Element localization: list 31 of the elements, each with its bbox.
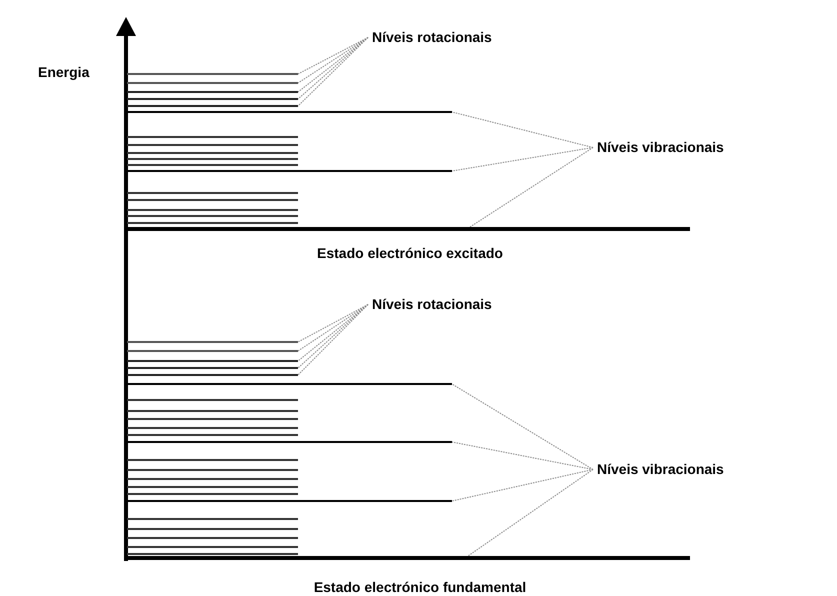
state-label: Estado electrónico excitado	[317, 245, 503, 262]
energy-level-line	[127, 91, 298, 93]
leader-line	[452, 112, 594, 148]
energy-level-line	[127, 374, 298, 376]
axis-label: Energia	[38, 64, 90, 81]
leader-line	[452, 147, 594, 172]
leader-line	[470, 147, 594, 228]
energy-level-line	[127, 105, 298, 107]
energy-level-line	[127, 111, 452, 113]
energy-level-line	[127, 500, 452, 502]
level-label: Níveis rotacionais	[372, 296, 492, 313]
leader-line	[452, 469, 594, 502]
energy-level-line	[127, 383, 452, 385]
leader-line	[298, 304, 368, 352]
energy-level-line	[127, 73, 298, 75]
leader-line	[298, 37, 368, 84]
energy-level-line	[127, 367, 298, 369]
leader-line	[452, 384, 594, 470]
state-label: Estado electrónico fundamental	[314, 579, 526, 596]
leader-line	[468, 469, 594, 556]
level-label: Níveis vibracionais	[597, 139, 724, 156]
energy-level-line	[127, 170, 452, 172]
energy-level-line	[127, 98, 298, 100]
level-label: Níveis vibracionais	[597, 461, 724, 478]
leader-line	[452, 442, 594, 470]
energy-level-line	[127, 360, 298, 362]
energy-level-line	[127, 350, 298, 352]
level-label: Níveis rotacionais	[372, 29, 492, 46]
energy-level-line	[127, 82, 298, 84]
energy-level-line	[127, 441, 452, 443]
energy-level-line	[127, 341, 298, 343]
